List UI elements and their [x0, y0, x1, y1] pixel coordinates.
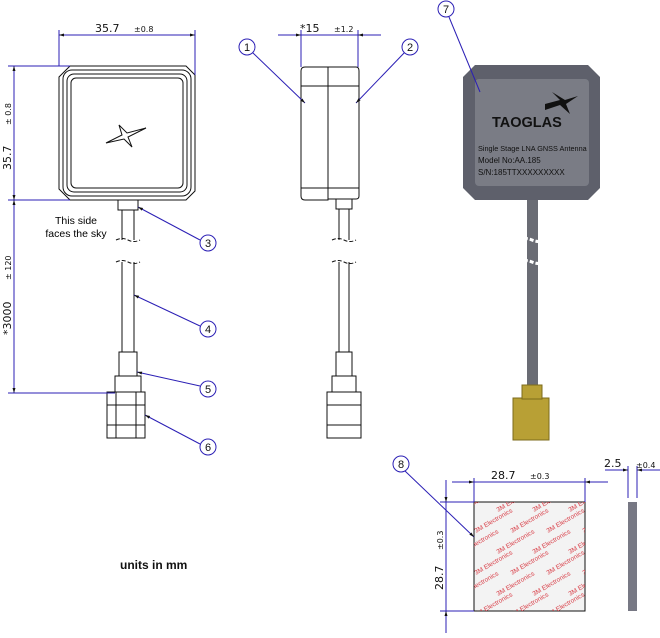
balloon-1: 1: [238, 38, 256, 56]
taoglas-logo-icon: [545, 92, 578, 114]
gold-sma-connector: [512, 397, 550, 441]
balloon-2: 2: [401, 38, 419, 56]
svg-text:8: 8: [398, 459, 404, 471]
pad-width-tol: ±0.3: [530, 472, 549, 481]
svg-text:2: 2: [407, 42, 413, 54]
front-width-tol: ±0.8: [134, 25, 153, 34]
balloon-7: 7: [437, 0, 455, 18]
pad-thickness-tol: ±0.4: [636, 461, 655, 470]
side-thickness-tol: ±1.2: [334, 25, 353, 34]
pad-print-text: 3M Electronics: [582, 591, 623, 619]
pad-print-text: 3M Electronics: [582, 549, 623, 577]
svg-text:3: 3: [205, 238, 211, 250]
callouts: 1 2 3 4 5 6 7 8: [133, 0, 481, 538]
units-note: units in mm: [120, 558, 187, 572]
sky-note-line2: faces the sky: [45, 228, 107, 240]
sky-note-line1: This side: [55, 215, 97, 227]
svg-text:5: 5: [205, 384, 211, 396]
pad-width-dim: 28.7: [491, 469, 516, 482]
label-line2: Model No:AA.185: [478, 156, 541, 165]
side-view: *15 ±1.2: [278, 22, 381, 439]
front-view: 35.7 ±0.8 35.7 ± 0.8 *3000 ± 120 This si…: [1, 22, 196, 439]
label-line1: Single Stage LNA GNSS Antenna: [478, 144, 588, 153]
balloon-6: 6: [199, 438, 217, 456]
balloon-4: 4: [199, 320, 217, 338]
side-thickness-dim: *15: [300, 22, 320, 35]
balloon-3: 3: [199, 234, 217, 252]
pad-print-text: 3M Electronics: [582, 507, 623, 535]
product-render: TAOGLAS Single Stage LNA GNSS Antenna Mo…: [463, 65, 600, 441]
label-line3: S/N:185TTXXXXXXXXX: [478, 168, 565, 177]
pad-print-text: 3M Electronics: [568, 486, 609, 514]
front-height-dim: 35.7: [1, 146, 14, 171]
pad-edge: [628, 502, 637, 611]
front-width-dim: 35.7: [95, 22, 120, 35]
balloon-8: 8: [392, 455, 410, 473]
taoglas-logo-icon: [105, 124, 147, 148]
pad-thickness-dim: 2.5: [604, 457, 622, 470]
cable-break-icon: [115, 238, 141, 264]
front-height-tol: ± 0.8: [4, 103, 13, 125]
brand-name: TAOGLAS: [492, 115, 562, 131]
svg-text:1: 1: [244, 42, 250, 54]
pad-face: [473, 501, 586, 612]
svg-text:4: 4: [205, 324, 211, 336]
sma-connector: [106, 391, 146, 439]
pad-height-dim: 28.7: [433, 566, 446, 591]
svg-text:7: 7: [443, 4, 449, 16]
cable-length-tol: ± 120: [4, 255, 13, 280]
cable-length-dim: *3000: [1, 302, 14, 336]
svg-text:6: 6: [205, 442, 211, 454]
balloon-5: 5: [199, 380, 217, 398]
pad-height-tol: ±0.3: [436, 531, 445, 550]
